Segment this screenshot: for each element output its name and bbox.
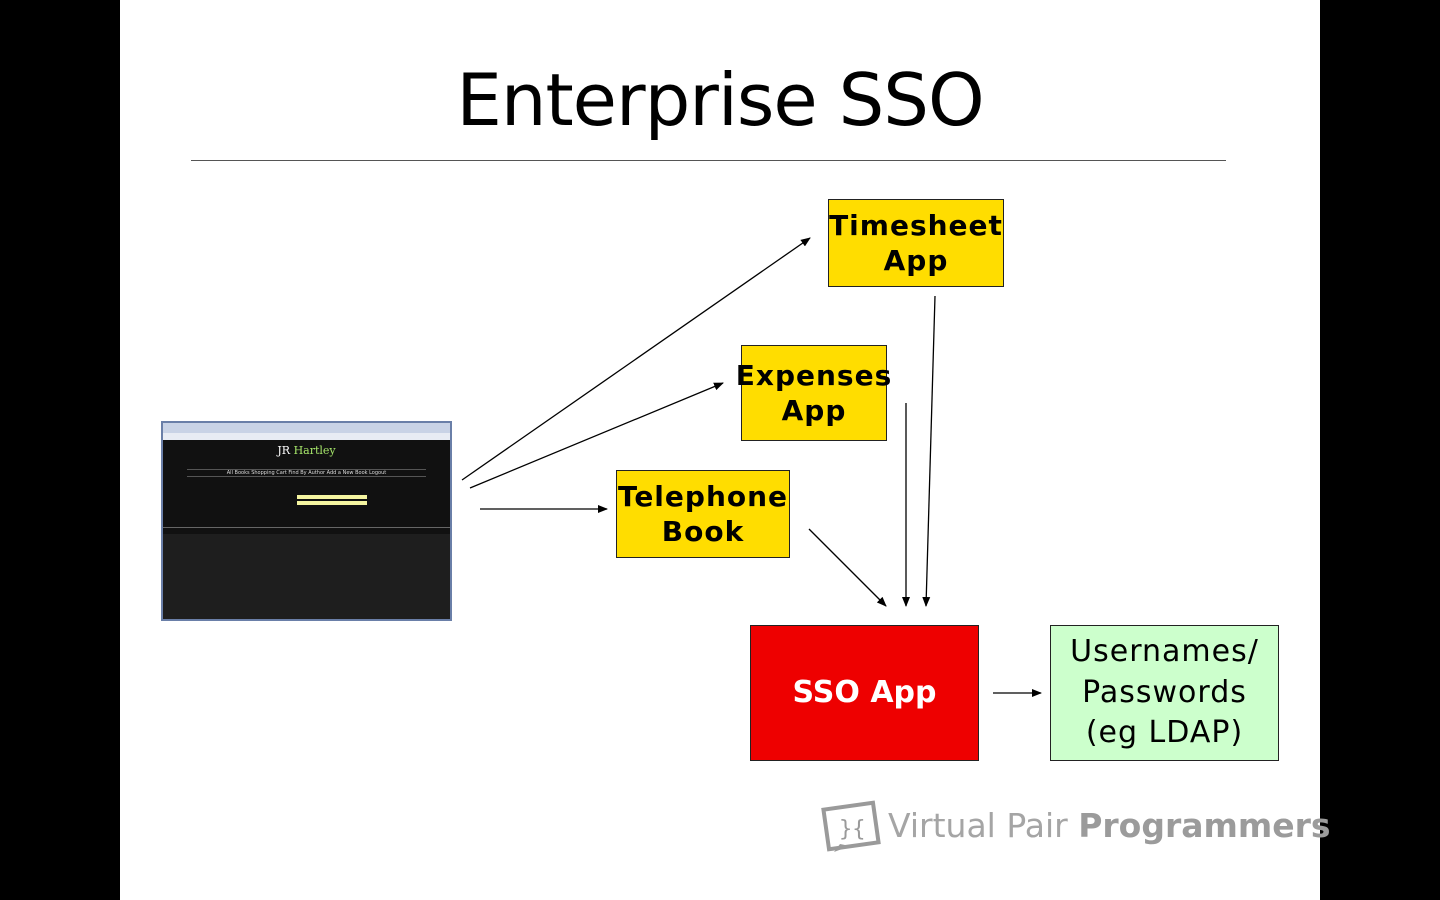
slide: Enterprise SSO JR Hartley All Books Shop… <box>120 0 1331 900</box>
expenses-line2: App <box>781 394 847 427</box>
telephone-line1: Telephone <box>617 480 789 513</box>
svg-text:}{: }{ <box>839 817 866 842</box>
timesheet-line1: Timesheet <box>829 209 1003 242</box>
thumbnail-password-field <box>297 501 367 505</box>
telephone-book-box: Telephone Book <box>616 470 790 558</box>
thumbnail-footer-line <box>163 527 450 528</box>
logo-icon: }{ <box>821 800 881 852</box>
arrow-timesheet-to-sso <box>922 295 936 607</box>
telephone-line2: Book <box>661 515 745 548</box>
expenses-app-box: Expenses App <box>736 345 891 441</box>
arrow-browser-to-expenses <box>469 382 724 489</box>
sso-label: SSO App <box>792 675 937 711</box>
title-divider <box>191 160 1226 161</box>
thumbnail-nav: All Books Shopping Cart Find By Author A… <box>187 469 426 477</box>
arrow-telephone-to-sso <box>808 528 887 607</box>
users-line2: Passwords <box>1082 674 1247 710</box>
expenses-line1: Expenses <box>735 359 893 392</box>
timesheet-app-box: Timesheet App <box>828 199 1004 287</box>
browser-screenshot-thumbnail: JR Hartley All Books Shopping Cart Find … <box>161 421 452 621</box>
arrow-browser-to-timesheet <box>461 237 811 481</box>
browser-tab-bar <box>163 423 450 433</box>
logo-text: Virtual Pair Programmers <box>888 806 1331 845</box>
timesheet-line2: App <box>883 244 949 277</box>
thumbnail-brand: JR Hartley <box>277 444 336 457</box>
sso-app-box: SSO App <box>750 625 979 761</box>
users-line1: Usernames/ <box>1070 634 1259 670</box>
thumbnail-username-field <box>297 495 367 499</box>
users-line3: (eg LDAP) <box>1085 715 1244 751</box>
diagram-arrows <box>461 237 1042 697</box>
slide-title: Enterprise SSO <box>456 58 984 142</box>
vpp-logo: }{ Virtual Pair Programmers <box>820 800 1331 860</box>
credential-store-box: Usernames/ Passwords (eg LDAP) <box>1050 625 1279 761</box>
browser-page <box>163 440 450 534</box>
